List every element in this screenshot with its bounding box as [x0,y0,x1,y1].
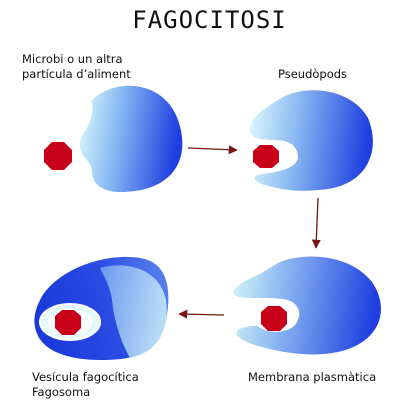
label-phagocytic-vesicle: Vesícula fagocítica [32,370,139,384]
stage3-particle [261,306,287,331]
label-microbe-line2: partícula d’aliment [22,67,131,81]
label-phagosome: Fagosoma [32,385,91,399]
label-plasma-membrane: Membrana plasmàtica [248,370,377,384]
arrow-step2-to-3 [311,197,321,249]
stage2-cell [250,90,373,191]
stage1-cell [80,85,183,192]
diagram-title: FAGOCITOSI [132,6,287,34]
stage1-particle [44,142,72,170]
stage4-particle [55,310,81,335]
label-pseudopods: Pseudòpods [278,67,348,81]
arrow-step3-to-4 [178,309,225,319]
arrow-step1-to-2 [187,145,238,155]
stage3-cell [233,256,381,355]
stage2-particle [253,145,279,168]
label-microbe-line1: Microbi o un altra [22,52,123,66]
